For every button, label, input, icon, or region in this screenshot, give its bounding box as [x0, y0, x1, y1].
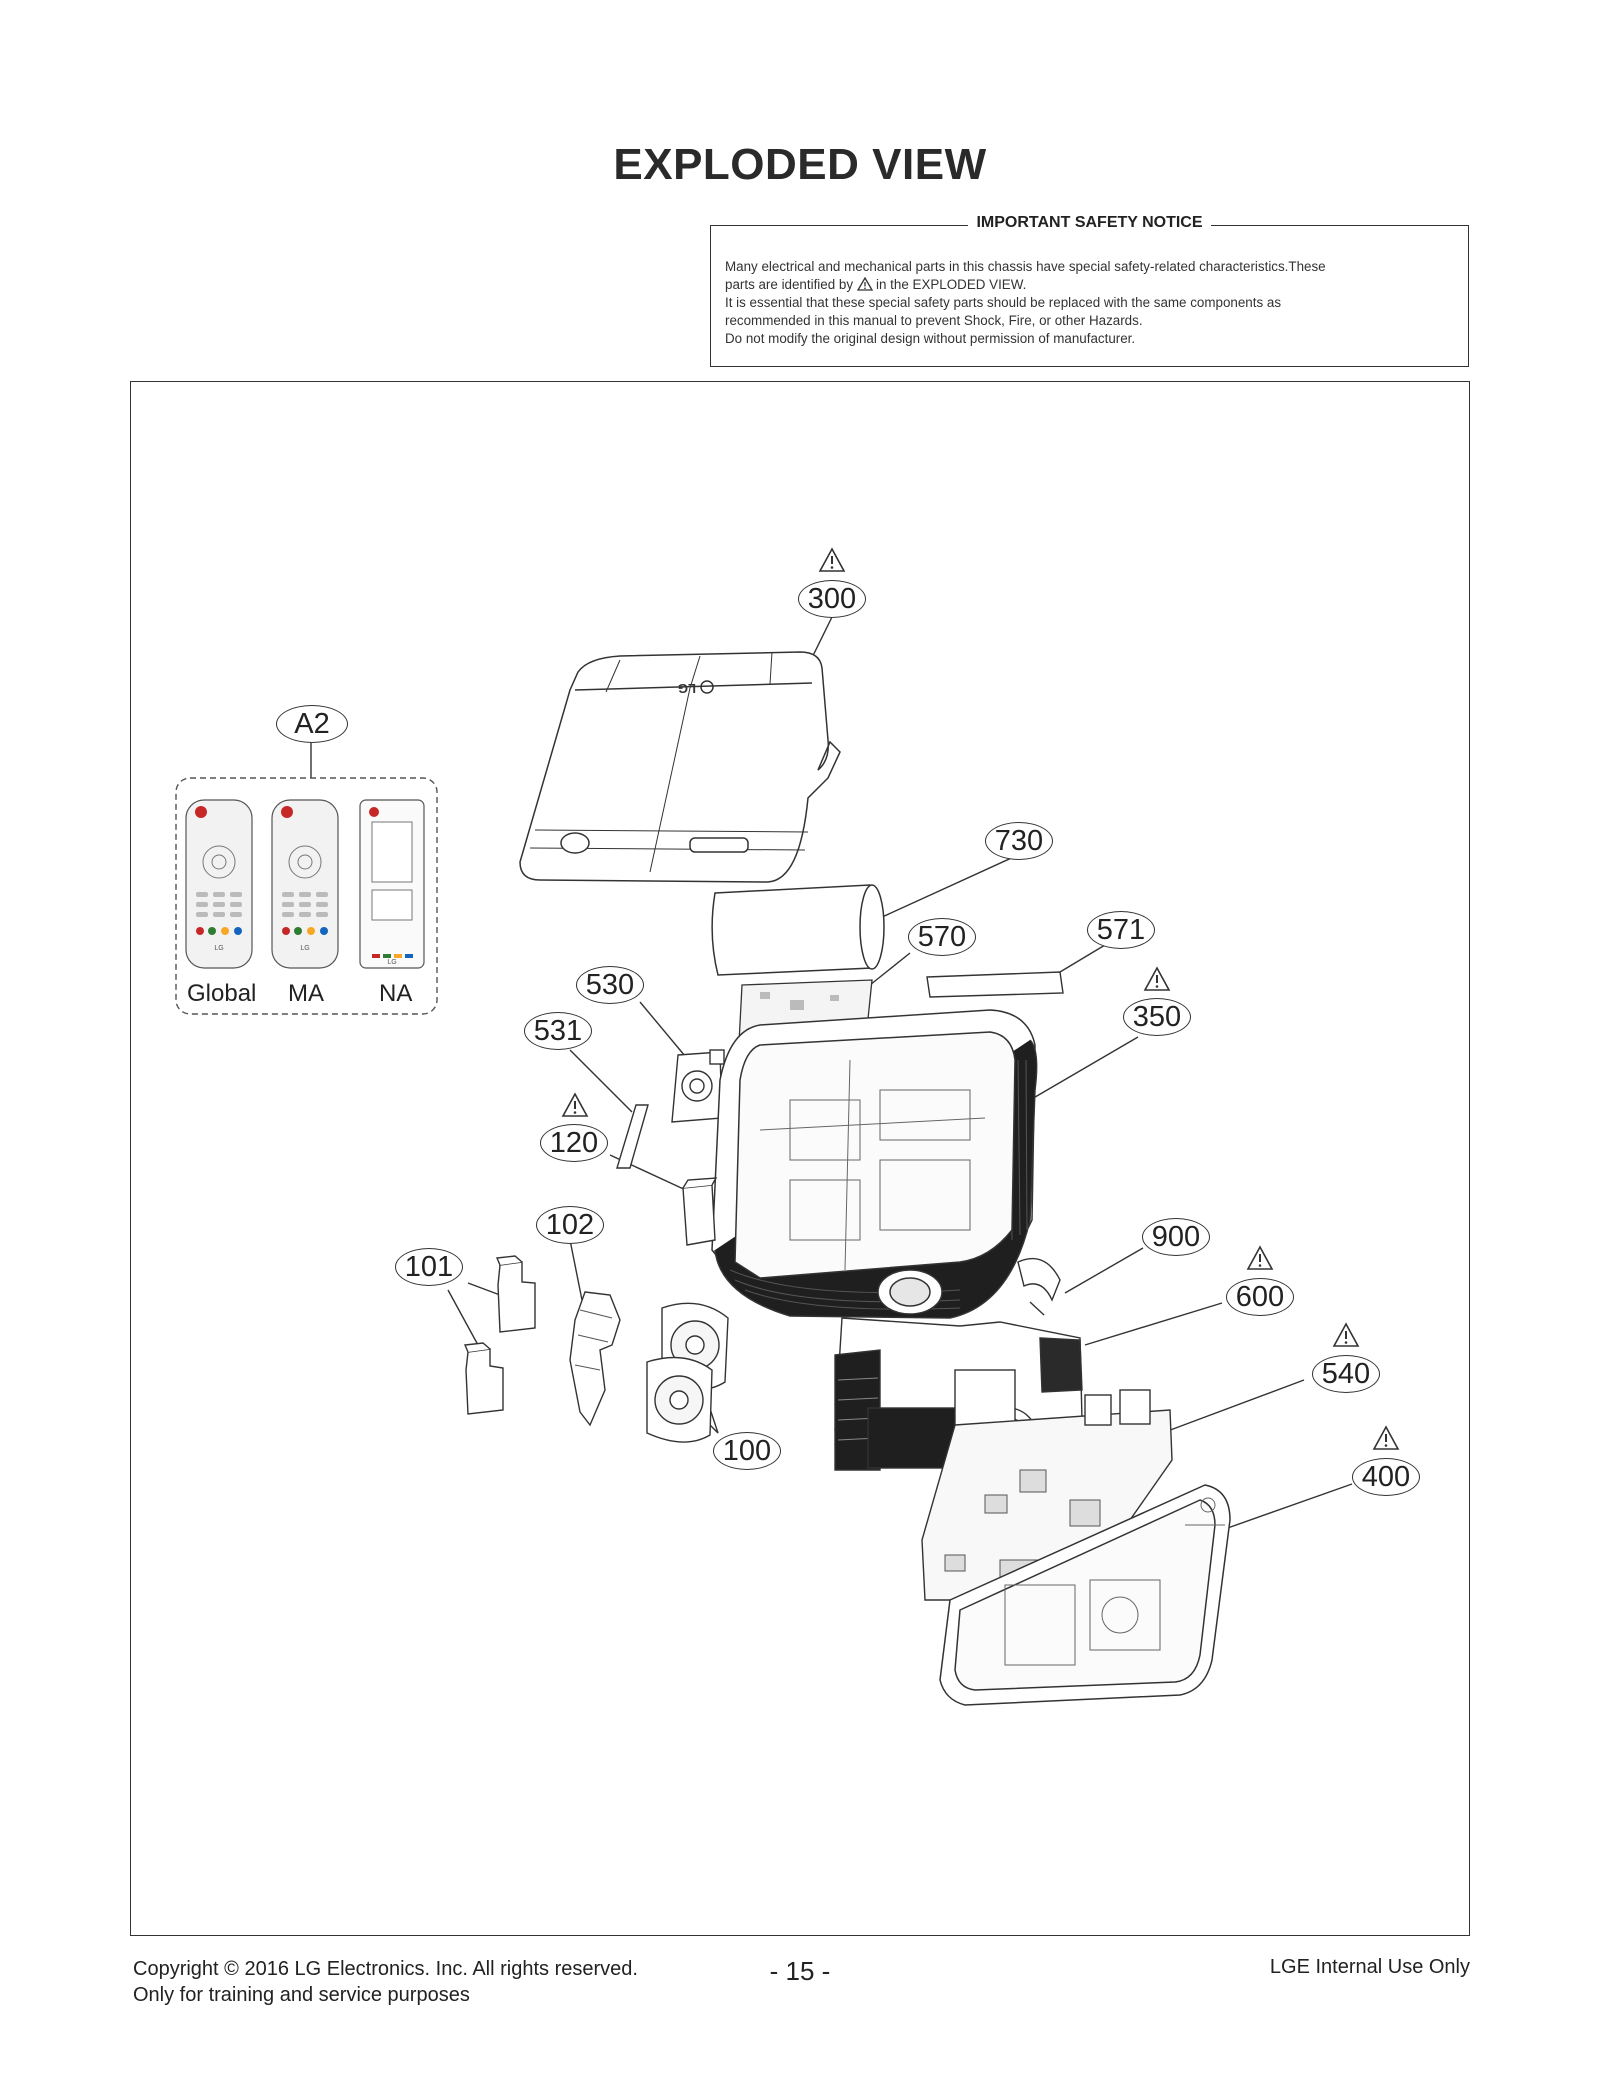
remote-ma-logo: LG [300, 945, 309, 952]
remote-label-global: Global [187, 980, 257, 1007]
remote-global-logo: LG [214, 945, 223, 952]
part-102-holder [569, 1291, 621, 1427]
remote-controls-panel: LG LG LG [175, 777, 438, 1015]
part-callout-600: 600 [1226, 1278, 1294, 1316]
part-callout-102: 102 [536, 1206, 604, 1244]
part-101-brackets [463, 1255, 536, 1415]
part-callout-101: 101 [395, 1248, 463, 1286]
remote-ma [271, 799, 339, 969]
diagram-frame [130, 381, 1470, 1936]
part-100-fans [646, 1302, 729, 1443]
leader-570 [869, 952, 911, 986]
safety-notice-text: Many electrical and mechanical parts in … [725, 258, 1454, 348]
leader-530 [639, 1001, 691, 1063]
notice-line-1: Many electrical and mechanical parts in … [725, 259, 1326, 274]
part-callout-730: 730 [985, 822, 1053, 860]
part-callout-300: 300 [798, 580, 866, 618]
top-cover-logo: LG [678, 681, 696, 696]
footer-copyright: Copyright © 2016 LG Electronics. Inc. Al… [133, 1956, 638, 2008]
part-730-lens-sleeve [711, 884, 885, 976]
top-cover [519, 651, 841, 883]
footer-purpose-line: Only for training and service purposes [133, 1984, 470, 2006]
part-callout-120: 120 [540, 1124, 608, 1162]
part-callout-531: 531 [524, 1012, 592, 1050]
page-title: EXPLODED VIEW [613, 140, 987, 189]
part-callout-900: 900 [1142, 1218, 1210, 1256]
leader-540 [1164, 1379, 1305, 1433]
leader-101a [467, 1282, 501, 1296]
footer-internal: LGE Internal Use Only [1269, 1956, 1470, 1978]
leader-101b [447, 1289, 479, 1346]
remote-na-logo: LG [387, 959, 396, 966]
part-callout-571: 571 [1087, 911, 1155, 949]
part-callout-530: 530 [576, 966, 644, 1004]
part-900-lens-ring [1017, 1257, 1061, 1316]
safety-warning-icon [1332, 1322, 1360, 1347]
safety-warning-icon [1143, 966, 1171, 991]
safety-warning-icon [1372, 1425, 1400, 1450]
safety-warning-icon [857, 277, 874, 291]
footer-copyright-line: Copyright © 2016 LG Electronics. Inc. Al… [133, 1958, 638, 1980]
leader-531 [569, 1049, 633, 1113]
part-530-speaker [671, 1049, 725, 1123]
leader-102 [569, 1239, 583, 1301]
notice-line-4: recommended in this manual to prevent Sh… [725, 313, 1143, 328]
safety-warning-icon [561, 1092, 589, 1117]
safety-notice-heading: IMPORTANT SAFETY NOTICE [711, 214, 1468, 232]
notice-line-3: It is essential that these special safet… [725, 295, 1282, 310]
part-callout-100: 100 [713, 1432, 781, 1470]
part-350-main-chassis [711, 1009, 1038, 1319]
page-number: - 15 - [769, 1956, 831, 1986]
leader-350 [1029, 1036, 1139, 1101]
part-callout-a2: A2 [276, 705, 348, 743]
part-callout-540: 540 [1312, 1355, 1380, 1393]
safety-warning-icon [818, 547, 846, 572]
leader-571 [1054, 944, 1106, 976]
part-callout-350: 350 [1123, 998, 1191, 1036]
part-callout-400: 400 [1352, 1458, 1420, 1496]
notice-line-5: Do not modify the original design withou… [725, 331, 1136, 346]
safety-notice-box: IMPORTANT SAFETY NOTICE Many electrical … [710, 214, 1469, 367]
leader-730 [879, 854, 1019, 919]
leader-400 [1221, 1483, 1353, 1531]
part-400-bottom-cover [939, 1484, 1231, 1706]
part-571-label [926, 971, 1064, 998]
part-531-strip [616, 1104, 649, 1169]
safety-warning-icon [1246, 1245, 1274, 1270]
leader-600 [1084, 1302, 1223, 1346]
part-callout-570: 570 [908, 918, 976, 956]
remote-label-ma: MA [288, 980, 324, 1007]
leader-900 [1064, 1247, 1144, 1294]
part-120-block [682, 1177, 718, 1246]
remote-global [185, 799, 253, 969]
remote-label-na: NA [379, 980, 413, 1007]
